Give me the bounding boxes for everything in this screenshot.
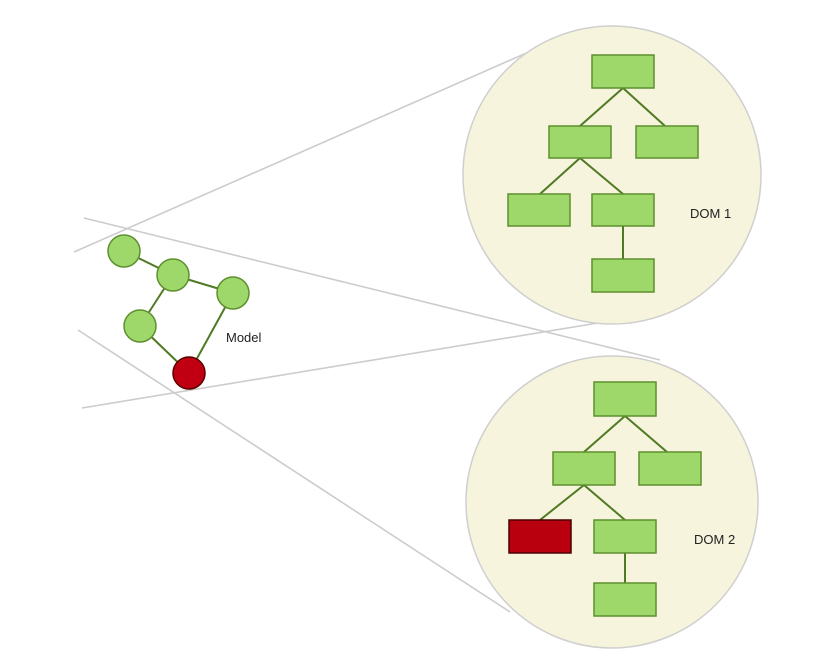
projection-line-dom1-top [73,35,566,253]
dom2-edge [583,484,626,521]
model-node [123,309,157,343]
dom2-root-node [593,381,657,417]
dom1-edge [539,157,581,195]
dom1-edges [539,87,666,259]
model-changed-node [172,356,206,390]
model-label: Model [226,330,262,345]
dom2-label: DOM 2 [694,532,735,547]
dom1-circle [462,25,762,325]
projection-line-dom2-bottom [77,329,511,613]
dom1-edge [579,157,624,195]
dom1-leaf-node-bottom [591,258,655,293]
model-node [216,276,250,310]
dom1-leaf-node-left [507,193,571,227]
dom1-child-node-right [635,125,699,159]
dom2-edge [539,484,585,521]
dom2-edge [583,415,626,453]
dom2-nodes [508,381,702,617]
dom2-edges [539,415,668,583]
dom1-nodes [507,54,699,293]
dom1-edge [579,87,624,127]
dom1-leaf-node-middle [591,193,655,227]
dom1-view: DOM 1 [462,25,762,325]
dom1-label: DOM 1 [690,206,731,221]
dom2-changed-node [508,519,572,554]
projection-line-dom2-top [83,217,661,361]
dom1-root-node [591,54,655,89]
dom2-child-node-right [638,451,702,486]
dom2-circle [465,355,759,649]
model-graph: Model [107,234,262,390]
model-nodes [107,234,250,390]
projection-lines [73,35,661,613]
dom2-leaf-node-bottom [593,582,657,617]
dom1-child-node-left [548,125,612,159]
dom2-view: DOM 2 [465,355,759,649]
dom2-leaf-node-middle [593,519,657,554]
dom1-edge [622,87,666,127]
model-node [156,258,190,292]
model-node [107,234,141,268]
dom2-child-node-left [552,451,616,486]
dom2-edge [624,415,668,453]
